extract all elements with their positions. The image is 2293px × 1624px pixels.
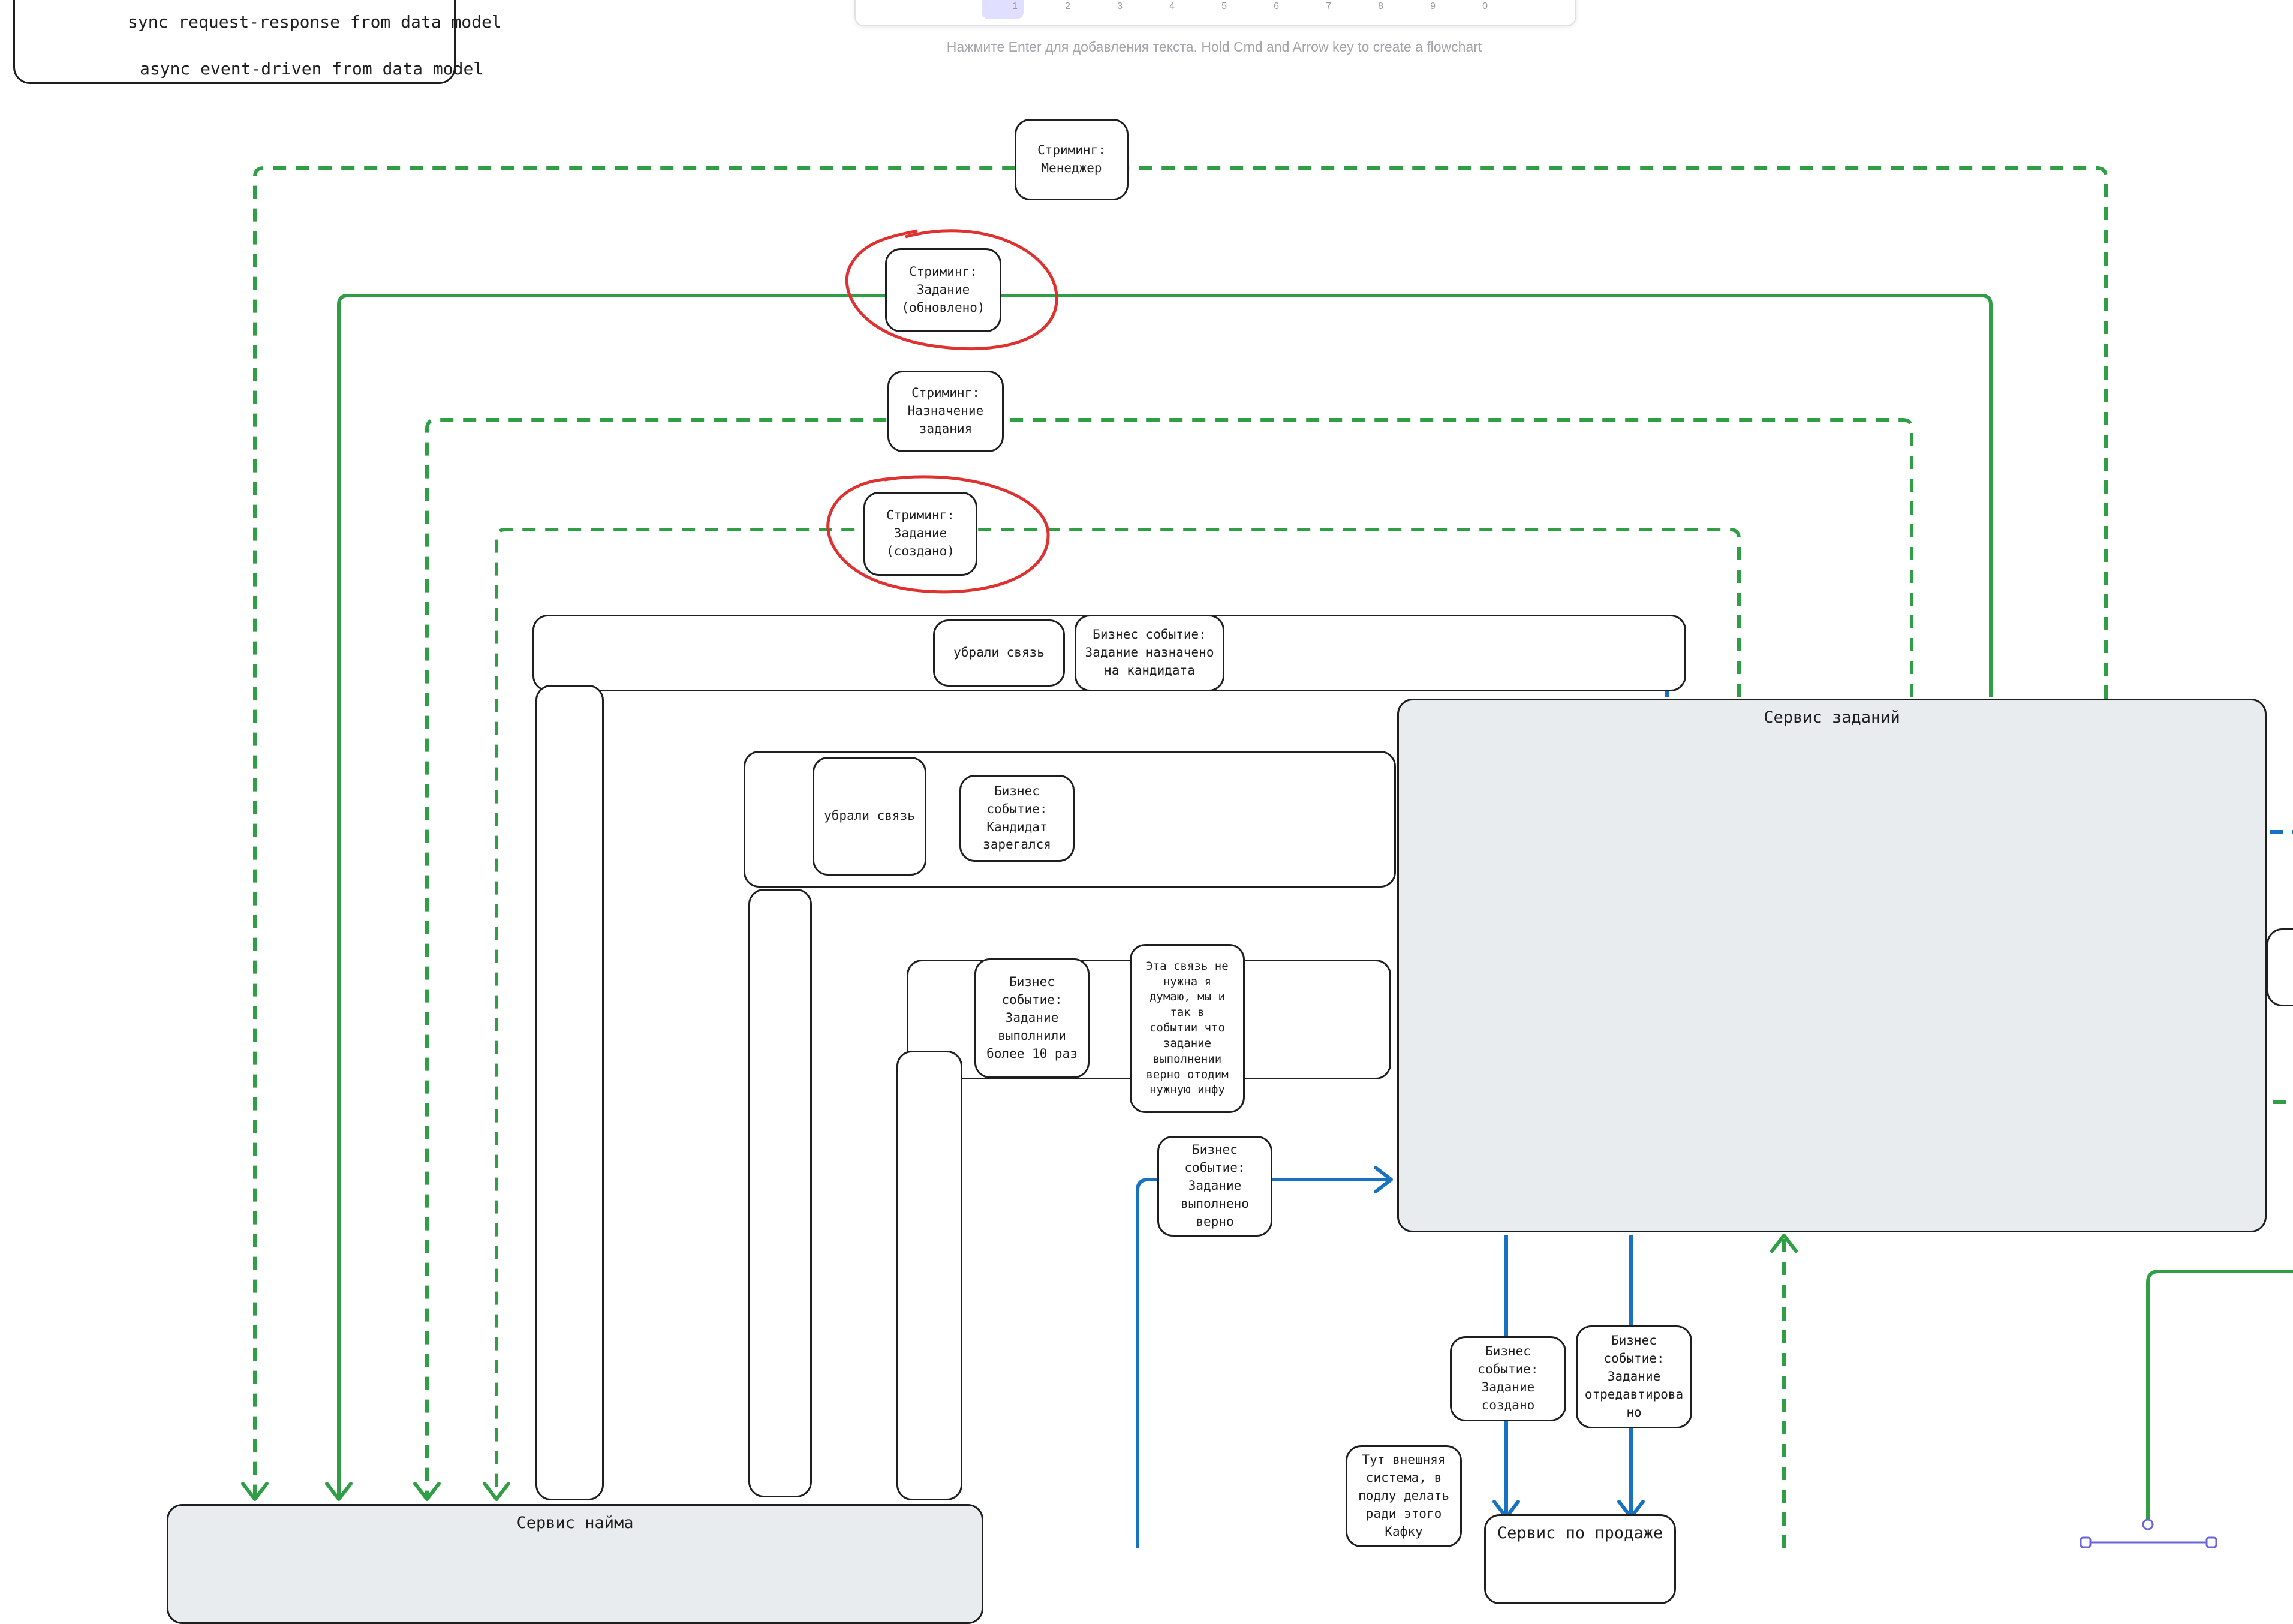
event-candidate-registered-node[interactable]: Бизнес событие: Кандидат зарегался xyxy=(959,775,1075,862)
tool-draw[interactable]: ✎7 xyxy=(1326,1,1331,11)
tool-hand[interactable]: ✋ xyxy=(911,0,953,19)
note-external-system[interactable]: Тут внешняя система, в подлу делать ради… xyxy=(1346,1445,1462,1547)
red-highlight-task-created xyxy=(826,475,1050,594)
event-task-edited-node[interactable]: Бизнес событие: Задание отредавтирова но xyxy=(1576,1325,1692,1428)
async-edge-streaming-manager xyxy=(241,166,2108,1501)
removed-link-label-1[interactable]: убрали связь xyxy=(933,619,1065,687)
event-task-done-10-node[interactable]: Бизнес событие: Задание выполнили более … xyxy=(974,958,1090,1078)
streaming-task-updated-node[interactable]: Стриминг: Задание (обновлено) xyxy=(885,248,1001,332)
tool-lock[interactable]: 🔓 xyxy=(862,0,904,19)
legend-sync-label: sync request-response from data model xyxy=(128,12,502,32)
tool-selection[interactable]: ↖1 xyxy=(982,0,1024,19)
tool-line[interactable]: —6 xyxy=(1274,1,1279,11)
selection-handle xyxy=(2080,1536,2092,1548)
legend-box[interactable] xyxy=(13,0,456,84)
removed-link-frame-3-vertical[interactable] xyxy=(896,1051,962,1500)
event-task-done-right-node[interactable]: Бизнес событие: Задание выполнено верно xyxy=(1157,1136,1272,1237)
toolbar-hint: Нажмите Enter для добавления текста. Hol… xyxy=(946,39,1482,55)
hiring-service[interactable]: Сервис найма xyxy=(167,1504,983,1624)
tool-arrow[interactable]: →5 xyxy=(1221,1,1227,11)
removed-link-frame-2-vertical[interactable] xyxy=(748,889,812,1497)
sync-edge-streaming-task-updated xyxy=(325,294,1993,1501)
tool-diamond[interactable]: ◇3 xyxy=(1117,1,1123,11)
async-edge-streaming-task-assignment xyxy=(413,418,1913,1501)
red-highlight-task-updated xyxy=(845,229,1058,351)
sync-edge-right-lower xyxy=(2146,1270,2293,1523)
event-task-created-node[interactable]: Бизнес событие: Задание создано xyxy=(1450,1336,1566,1421)
tool-text[interactable]: A8 xyxy=(1378,1,1383,11)
note-link-not-needed[interactable]: Эта связь не нужна я думаю, мы и так в с… xyxy=(1130,944,1245,1113)
selection-handle xyxy=(2205,1536,2217,1548)
event-task-assigned-node[interactable]: Бизнес событие: Задание назначено на кан… xyxy=(1075,615,1224,691)
toolbar: 🔓 ✋ ↖1 ▭2 ◇3 ○4 →5 —6 ✎7 A8 ▣9 ◌0 ⊞ xyxy=(854,0,1576,26)
blue-edge-task-done-right xyxy=(1136,1166,1393,1548)
tool-rectangle[interactable]: ▭2 xyxy=(1065,1,1070,11)
task-service[interactable]: Сервис заданий xyxy=(1397,699,2267,1232)
tool-ellipse[interactable]: ○4 xyxy=(1169,1,1175,11)
tool-eraser[interactable]: ◌0 xyxy=(1482,1,1488,11)
tool-more[interactable]: ⊞ xyxy=(1515,0,1557,19)
sales-service[interactable]: Сервис по продаже xyxy=(1484,1514,1676,1604)
streaming-task-assignment-node[interactable]: Стриминг: Назначение задания xyxy=(887,371,1004,452)
async-edge-streaming-task-created xyxy=(483,528,1741,1501)
removed-link-label-2[interactable]: убрали связь xyxy=(813,757,926,876)
tool-image[interactable]: ▣9 xyxy=(1430,1,1436,11)
streaming-task-created-node[interactable]: Стриминг: Задание (создано) xyxy=(863,492,977,576)
legend-async-label: async event-driven from data model xyxy=(140,59,484,79)
right-edge-node[interactable] xyxy=(2267,928,2293,1006)
streaming-manager-node[interactable]: Стриминг: Менеджер xyxy=(1015,119,1129,200)
removed-link-frame-1-vertical[interactable] xyxy=(535,685,604,1500)
selection-handle xyxy=(2142,1518,2154,1530)
